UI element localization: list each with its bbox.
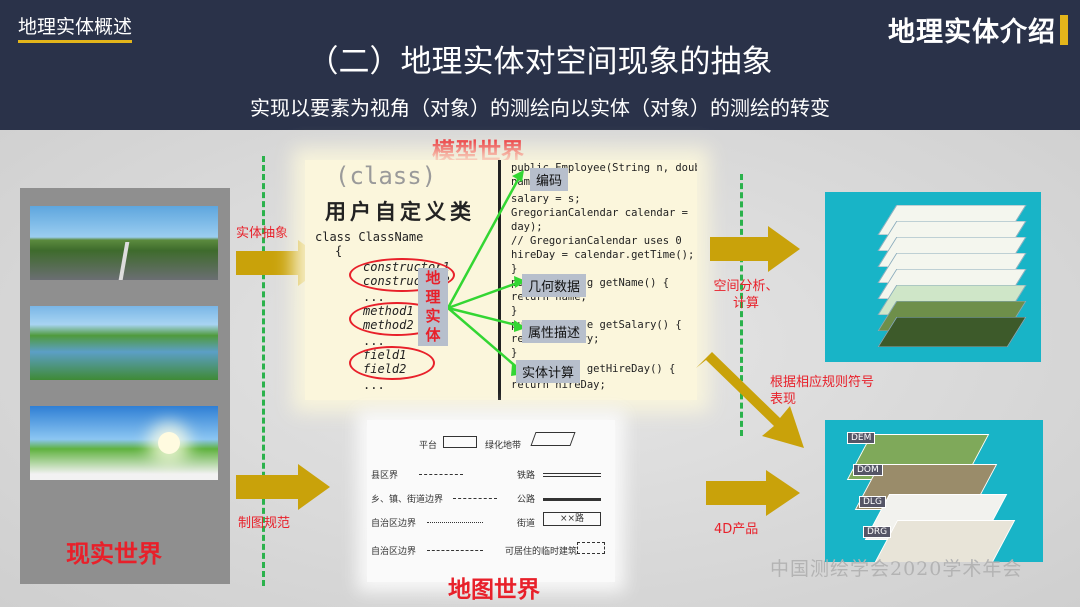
- section-tag: 地理实体概述: [18, 12, 133, 43]
- product-label: DEM: [847, 432, 876, 444]
- code-line: day);: [511, 221, 543, 233]
- spatial-analysis-text: 空间分析、计算: [713, 279, 779, 311]
- arrow-to-4d: [706, 470, 800, 516]
- legend-text: ××路: [559, 514, 585, 524]
- dots-1: ...: [363, 290, 385, 304]
- class-brace: {: [335, 244, 343, 258]
- legend-line: [543, 498, 601, 501]
- map-layer: [877, 317, 1027, 347]
- road-marking: [118, 242, 130, 280]
- legend-line: [419, 474, 463, 475]
- tag-code: 编码: [530, 168, 569, 191]
- legend-text: 街道: [517, 519, 536, 529]
- tag-entity-compute: 实体计算: [516, 360, 581, 383]
- code-line: }: [511, 347, 518, 359]
- code-line: hireDay = calendar.getTime();: [511, 249, 695, 261]
- entity-abstraction-label: 实体抽象: [236, 226, 289, 241]
- map-world-label: 地图世界: [448, 577, 540, 603]
- product-label: DLG: [859, 496, 886, 508]
- cartographic-spec-label: 制图规范: [238, 516, 291, 531]
- brand-accent-bar: [1060, 14, 1068, 45]
- real-world-label: 现实世界: [66, 540, 162, 568]
- dots-2: ...: [363, 334, 385, 348]
- product-label: DRG: [863, 526, 892, 538]
- code-line: GregorianCalendar calendar =: [511, 207, 689, 219]
- dots-3: ...: [363, 378, 385, 392]
- 4d-products-image: DEM DOM DLG DRG: [825, 420, 1043, 562]
- class-code-card: (class) 用户自定义类 class ClassName { constru…: [305, 160, 697, 400]
- arrow-diagonal-to-products: [696, 352, 804, 448]
- legend-text: 可居住的临时建筑: [505, 547, 578, 557]
- code-line: salary = s;: [511, 193, 581, 205]
- watermark: 中国测绘学会2020学术年会: [770, 558, 1023, 580]
- river-photo: [30, 306, 218, 380]
- spatial-analysis-label: 空间分析、计算: [710, 278, 782, 312]
- legend-street-box: ××路: [543, 512, 601, 526]
- code-line: }: [511, 263, 518, 275]
- legend-line: [427, 550, 483, 551]
- slide-header: 地理实体概述 地理实体介绍 （二）地理实体对空间现象的抽象 实现以要素为视角（对…: [0, 0, 1080, 130]
- legend-text: 公路: [517, 495, 536, 505]
- code-line: }: [511, 305, 518, 317]
- legend-line: [427, 522, 483, 523]
- arrow-to-layers: [710, 226, 800, 272]
- sun-icon: [158, 432, 180, 454]
- divider-right: [740, 174, 743, 436]
- symbolization-label: 根据相应规则符号表现: [770, 375, 875, 407]
- brand-title: 地理实体介绍: [888, 10, 1068, 49]
- class-definition: (class) 用户自定义类 class ClassName { constru…: [305, 160, 493, 400]
- tag-geometry: 几何数据: [522, 274, 587, 297]
- stacked-map-layers: [825, 192, 1041, 362]
- map-legend-card: 平台 绿化地带 县区界 铁路 乡、镇、街道边界 公路 自治区边界 街道 ××路 …: [367, 420, 615, 582]
- arrow-to-map: [236, 464, 330, 510]
- legend-parallelogram: [530, 432, 576, 446]
- code-divider: [498, 160, 501, 400]
- product-label: DOM: [853, 464, 883, 476]
- legend-text: 县区界: [371, 471, 399, 481]
- legend-text: 绿化地带: [485, 441, 522, 451]
- legend-temp-building: [577, 542, 605, 554]
- legend-line: [543, 473, 601, 477]
- class-title: 用户自定义类: [325, 199, 475, 224]
- class-declaration: class ClassName: [315, 230, 424, 244]
- constructor-ellipse: [349, 258, 455, 292]
- meadow-photo: [30, 406, 218, 480]
- real-world-panel: [20, 188, 230, 584]
- code-line: // GregorianCalendar uses 0: [511, 235, 682, 247]
- class-watermark: (class): [335, 162, 437, 190]
- divider-left: [262, 156, 265, 586]
- field-ellipse: [349, 346, 435, 380]
- slide-title: （二）地理实体对空间现象的抽象: [307, 44, 773, 80]
- slide-subtitle: 实现以要素为视角（对象）的测绘向以实体（对象）的测绘的转变: [250, 96, 830, 120]
- brand-text: 地理实体介绍: [888, 17, 1056, 48]
- product-4d-label: 4D产品: [714, 522, 759, 537]
- legend-line: [453, 498, 497, 499]
- legend-text: 自治区边界: [371, 547, 417, 557]
- legend-rect: [443, 436, 477, 448]
- legend-text: 铁路: [517, 471, 536, 481]
- tag-attribute: 属性描述: [522, 320, 587, 343]
- legend-text: 乡、镇、街道边界: [371, 495, 444, 505]
- java-code-snippet: public Employee(String n, double s, name…: [505, 160, 697, 400]
- geo-entity-tag: 地理实体: [418, 268, 448, 346]
- legend-text: 平台: [419, 441, 438, 451]
- road-photo: [30, 206, 218, 280]
- legend-text: 自治区边界: [371, 519, 417, 529]
- slide-content: 现实世界 实体抽象 制图规范 模型世界 (class) 用户自定义类 class…: [0, 130, 1080, 607]
- attribute-connectors: [446, 170, 526, 376]
